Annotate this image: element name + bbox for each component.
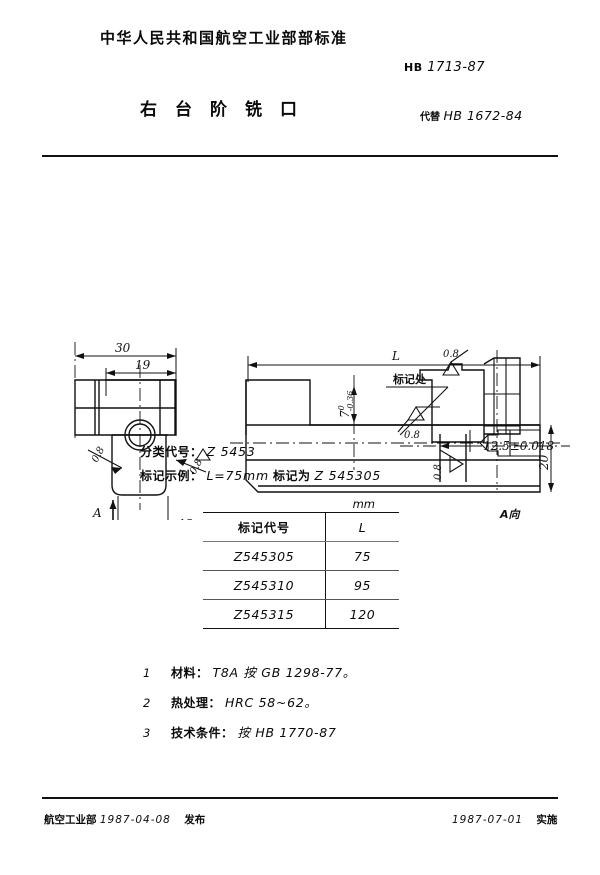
note-number: 2 xyxy=(143,696,151,710)
note-label: 技术条件： xyxy=(171,726,234,740)
detail-roughness-top-value: 0.8 xyxy=(443,349,459,360)
section-arrow-a xyxy=(109,500,117,520)
footer-effective: 1987-07-01 实施 xyxy=(452,812,557,827)
footer-issue: 航空工业部 1987-04-08 发布 xyxy=(44,812,205,827)
dimension-30 xyxy=(75,348,177,382)
dimension-L-label: L xyxy=(391,349,400,363)
left-view-shank xyxy=(111,435,167,496)
footer-effective-date: 1987-07-01 xyxy=(452,814,524,826)
classification-code-label: 分类代号： xyxy=(140,445,203,459)
note-value: 按 HB 1770-87 xyxy=(237,725,337,740)
note-number: 1 xyxy=(143,666,151,680)
technical-drawing: 30 19 0.8 0.8 A xyxy=(74,341,570,520)
note-item: 1 材料： T8A 按 GB 1298-77。 xyxy=(143,662,356,681)
roughness-mark-left xyxy=(87,449,123,474)
classification-code-value: Z 5453 xyxy=(206,444,256,459)
replaces-label: 代替 xyxy=(420,112,440,123)
detail-roughness-bottom xyxy=(439,449,465,473)
table-unit: mm xyxy=(352,497,375,511)
table-cell-length: 120 xyxy=(325,599,399,629)
view-a-label: A向 xyxy=(499,508,522,520)
header-divider xyxy=(42,155,558,157)
dimension-19 xyxy=(105,368,176,396)
dimension-7 xyxy=(351,386,357,423)
roughness-mark-right xyxy=(175,447,212,473)
mark-note-label: 标记处 xyxy=(392,372,427,386)
note-value: T8A 按 GB 1298-77。 xyxy=(212,665,356,680)
standard-number-value: 1713-87 xyxy=(427,60,486,75)
roughness-value-left: 0.8 xyxy=(90,445,107,464)
dimension-20-label: 20 xyxy=(537,454,551,471)
table-header-length: L xyxy=(325,512,399,542)
table-cell-length: 75 xyxy=(325,541,399,571)
table-header-code: 标记代号 xyxy=(203,512,326,542)
table-row: Z545310 95 xyxy=(203,570,399,600)
detail-roughness-bottom-value: 0.8 xyxy=(433,464,444,480)
table-cell-code: Z545305 xyxy=(203,541,326,571)
dimension-20 xyxy=(548,425,554,492)
dimension-19-label: 19 xyxy=(135,358,151,372)
footer-divider xyxy=(42,797,558,799)
dimension-12-5 xyxy=(440,430,477,452)
marking-example-connector: 标记为 xyxy=(272,469,311,483)
table-cell-code: Z545310 xyxy=(203,570,326,600)
main-view-lower-edge xyxy=(245,460,541,493)
standard-prefix: HB xyxy=(404,61,423,74)
marking-example-line: 标记示例： L=75mm 标记为 Z 545305 xyxy=(140,467,381,484)
page-title: 右台阶铣口 xyxy=(140,100,315,120)
note-number: 3 xyxy=(143,726,151,740)
marking-example-length: L=75mm xyxy=(206,468,269,483)
table-row: Z545305 75 xyxy=(203,541,399,571)
detail-roughness-left xyxy=(397,405,440,433)
table-cell-code: Z545315 xyxy=(203,599,326,629)
dimension-12-5-label: 12.5±0.018 xyxy=(483,439,554,453)
dimension-7-label: 70-0.36 xyxy=(337,391,355,418)
footer-issuer: 航空工业部 xyxy=(44,814,97,826)
dimension-table: mm 标记代号 L Z545305 75 Z545310 95 Z545315 … xyxy=(203,497,399,629)
detail-roughness-left-value: 0.8 xyxy=(404,430,420,441)
table-row: Z545315 120 xyxy=(203,599,399,629)
footer-effective-action: 实施 xyxy=(536,814,558,826)
table-cell-length: 95 xyxy=(325,570,399,600)
note-value: HRC 58~62。 xyxy=(225,695,318,710)
mark-note-leader xyxy=(386,386,449,436)
section-arrow-label: A xyxy=(92,506,102,520)
footer-issue-date: 1987-04-08 xyxy=(99,814,171,826)
issuing-organization: 中华人民共和国航空工业部部标准 xyxy=(100,29,348,47)
table-header-row: 标记代号 L xyxy=(203,512,399,542)
detail-roughness-top xyxy=(442,349,469,376)
dimension-12-label: 12-0.011 xyxy=(178,517,222,520)
dimension-12 xyxy=(117,496,169,520)
marking-example-label: 标记示例： xyxy=(140,469,203,483)
note-item: 3 技术条件： 按 HB 1770-87 xyxy=(143,722,356,741)
standard-number: HB 1713-87 xyxy=(404,60,485,75)
marking-example-code: Z 545305 xyxy=(314,468,382,483)
classification-code-line: 分类代号： Z 5453 xyxy=(140,443,256,460)
note-label: 材料： xyxy=(171,666,209,680)
technical-notes: 1 材料： T8A 按 GB 1298-77。 2 热处理： HRC 58~62… xyxy=(143,662,356,752)
note-label: 热处理： xyxy=(171,696,222,710)
footer-issue-action: 发布 xyxy=(184,814,206,826)
detail-a-left-profile xyxy=(419,363,485,443)
dimension-L xyxy=(247,356,541,430)
note-item: 2 热处理： HRC 58~62。 xyxy=(143,692,356,711)
dimension-30-label: 30 xyxy=(115,341,131,355)
replaces-value: HB 1672-84 xyxy=(443,108,523,123)
replaces-note: 代替 HB 1672-84 xyxy=(420,108,523,123)
detail-view-a xyxy=(430,360,433,368)
